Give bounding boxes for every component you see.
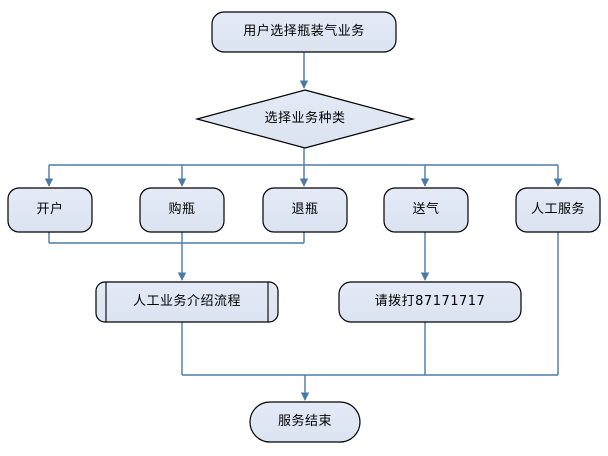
node-end[interactable] [249, 401, 361, 443]
node-process-intro[interactable] [95, 281, 279, 323]
node-option-goupin[interactable] [139, 187, 225, 233]
node-call-number[interactable] [338, 281, 522, 323]
node-option-kaihu[interactable] [7, 187, 93, 233]
node-option-songqi[interactable] [383, 187, 469, 233]
node-layer [7, 11, 601, 443]
node-start[interactable] [211, 11, 397, 53]
node-decision[interactable] [194, 89, 416, 149]
connector-layer [44, 52, 563, 401]
node-option-rengong[interactable] [515, 187, 601, 233]
node-option-tuiping[interactable] [262, 187, 348, 233]
